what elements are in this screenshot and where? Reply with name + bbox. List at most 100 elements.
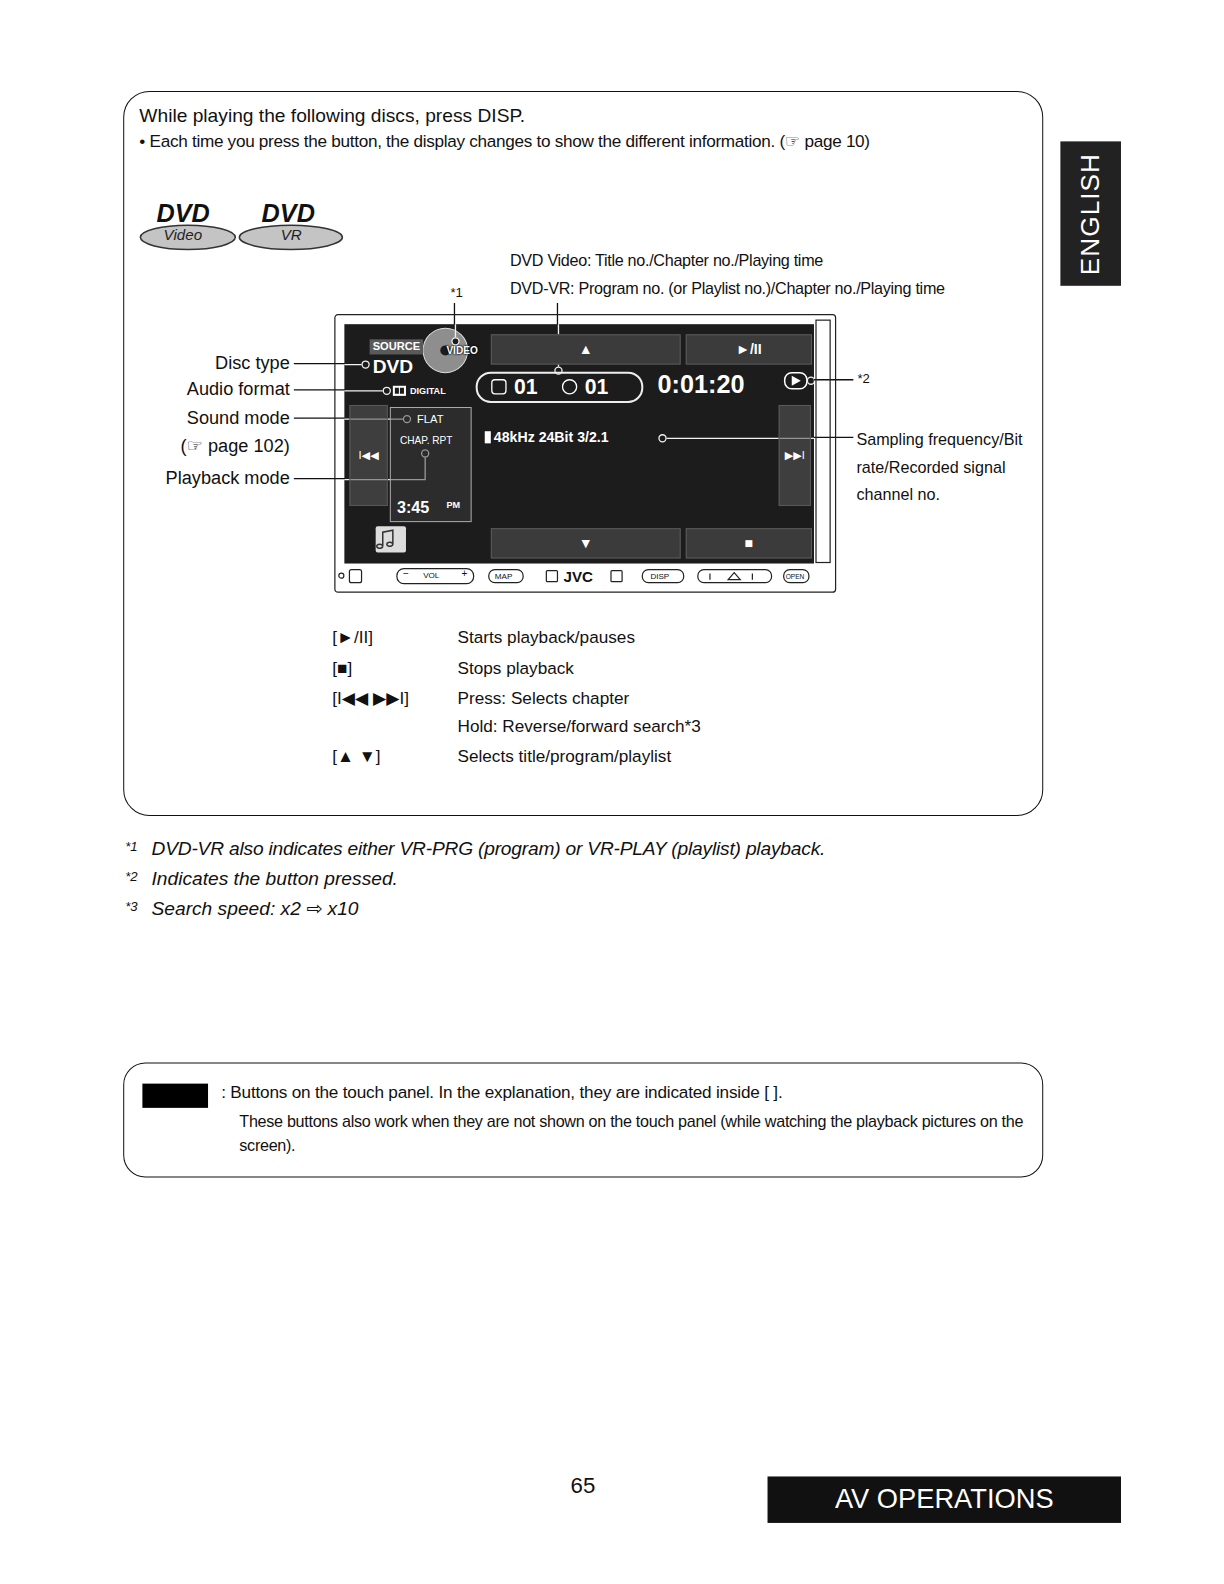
- panel-button-label: DISP: [650, 572, 669, 581]
- page-reference: (☞ page 102): [181, 436, 290, 457]
- panel-button: [784, 570, 809, 583]
- power-symbol: [339, 573, 344, 578]
- logo-text: VR: [281, 226, 302, 243]
- logo-ellipse: [239, 225, 342, 249]
- disc-type: DVD: [373, 355, 414, 377]
- chapter-icons: [478, 374, 646, 404]
- button-symbol: ▲: [492, 341, 680, 357]
- signal-icon: [485, 431, 491, 443]
- instruction-text: • Each time you press the button, the di…: [139, 132, 1033, 152]
- button-symbol: ■: [687, 535, 811, 551]
- leader-line: [455, 324, 456, 337]
- button-symbol: ▼: [492, 535, 680, 551]
- title-number: 01: [514, 375, 538, 399]
- logo-ellipse: [140, 225, 235, 249]
- panel-button-label: −: [403, 568, 409, 580]
- panel-button: [698, 570, 772, 583]
- playing-time: 0:01:20: [657, 370, 744, 399]
- signal-info: 48kHz 24Bit 3/2.1: [494, 429, 609, 445]
- leader-ring: [383, 387, 390, 394]
- chapter-number: 01: [585, 375, 609, 399]
- dvd-vr-logo: DVDVR: [237, 199, 344, 252]
- dolby-icon: [395, 388, 404, 394]
- panel-button-label: VOL: [423, 571, 439, 580]
- disc-icon-label: VIDEO: [446, 345, 477, 357]
- title-icon: [492, 380, 506, 394]
- head-unit: −VOL+MAPJVCDISPOPENSOURCEDVDVIDEODIGITAL…: [334, 314, 836, 593]
- callout-text: DVD-VR: Program no. (or Playlist no.)/Ch…: [510, 280, 945, 299]
- button-function: Starts playback/pauses: [457, 628, 635, 648]
- logo-text: Video: [164, 226, 202, 243]
- display-screen: SOURCEDVDVIDEODIGITAL0:01:2048kHz 24Bit …: [344, 324, 814, 563]
- touch-button: ▶▶I: [779, 405, 811, 506]
- button-function: Stops playback: [457, 658, 573, 678]
- panel-button: [642, 570, 683, 583]
- panel-button-label: OPEN: [786, 573, 805, 581]
- button-name: [►/II]: [332, 628, 373, 648]
- leader-ring: [807, 377, 814, 384]
- button-function: Press: Selects chapter: [457, 689, 629, 709]
- button-name: [I◀◀ ▶▶I]: [332, 689, 409, 709]
- button-symbol: ►/II: [687, 341, 811, 357]
- panel-button: [349, 570, 361, 583]
- panel-button-label: +: [462, 568, 468, 580]
- touch-button: ▼: [491, 528, 681, 558]
- button-sample: [142, 1084, 208, 1108]
- chapter-icon: [563, 380, 577, 394]
- title-chapter-box: 01 01: [476, 372, 644, 403]
- pressed-button-icon: [785, 373, 807, 389]
- menu-icon: [376, 526, 406, 552]
- page-number: 65: [571, 1472, 596, 1498]
- playback-mode: CHAP. RPT: [400, 435, 453, 447]
- callout-text: Sampling frequency/Bit rate/Recorded sig…: [856, 426, 1038, 508]
- callout-text: Audio format: [187, 379, 290, 400]
- button-name: [■]: [332, 658, 352, 678]
- section-title: AV OPERATIONS: [768, 1484, 1121, 1515]
- status-panel: FLATCHAP. RPT3:45PM: [390, 407, 472, 522]
- leader-line: [344, 364, 361, 365]
- instruction-text: While playing the following discs, press…: [139, 105, 525, 127]
- tab-text: ENGLISH: [1076, 152, 1106, 274]
- touch-button: ▲: [491, 334, 681, 364]
- leader-ring: [452, 338, 459, 345]
- leader-line: [814, 379, 853, 380]
- touch-button: ■: [686, 528, 812, 558]
- unit-outline: [335, 315, 836, 593]
- footnote-text: Search speed: x2 ⇨ x10: [151, 898, 358, 920]
- note-frame: : Buttons on the touch panel. In the exp…: [123, 1062, 1043, 1177]
- note-text: : Buttons on the touch panel. In the exp…: [221, 1083, 782, 1103]
- callout-number: *2: [857, 372, 869, 387]
- footnote-mark: *1: [125, 840, 137, 855]
- footnote-text: DVD-VR also indicates either VR-PRG (pro…: [151, 838, 825, 860]
- clock: 3:45: [397, 499, 429, 518]
- callout-text: Disc type: [215, 352, 290, 373]
- panel-button-symbol: [710, 573, 752, 580]
- button-symbol: ▶▶I: [780, 449, 810, 462]
- button-function: Selects title/program/playlist: [457, 747, 671, 767]
- clock-suffix: PM: [446, 500, 460, 510]
- brand-logo: JVC: [564, 568, 593, 585]
- panel-button: [489, 570, 523, 583]
- footnote-mark: *3: [125, 900, 137, 915]
- note-text: These buttons also work when they are no…: [239, 1110, 1032, 1158]
- pressed-button-icon: [792, 376, 801, 386]
- callout-text: Sound mode: [187, 408, 290, 429]
- language-tab: ENGLISH: [1060, 141, 1121, 285]
- touch-button: ►/II: [686, 334, 812, 364]
- footnote-mark: *2: [125, 870, 137, 885]
- panel-button-label: MAP: [495, 572, 513, 581]
- leader-line: [344, 390, 382, 391]
- leader-ring: [659, 435, 666, 442]
- dolby-icon: [393, 386, 406, 396]
- button-function: Hold: Reverse/forward search*3: [457, 717, 700, 737]
- touch-button: I◀◀: [349, 405, 387, 506]
- button-symbol: I◀◀: [350, 449, 386, 462]
- button-name: [▲ ▼]: [332, 747, 380, 767]
- logo-text: DVD: [157, 199, 210, 228]
- source-tag: SOURCE: [370, 339, 424, 354]
- menu-icon: [377, 530, 393, 548]
- section-bar: AV OPERATIONS: [768, 1476, 1121, 1522]
- panel-button: [611, 571, 622, 582]
- unit-edge: [816, 320, 830, 562]
